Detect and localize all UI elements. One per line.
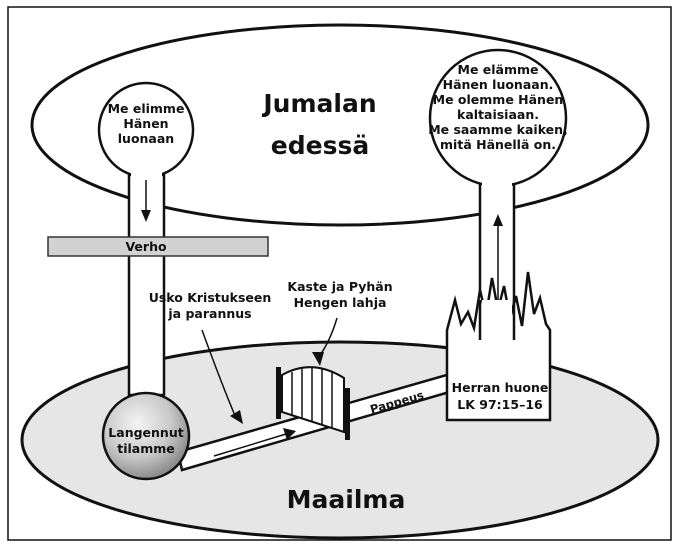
world-label: Maailma: [287, 485, 406, 514]
faith-pointer-head: [230, 410, 243, 424]
gate: [276, 366, 350, 440]
temple-text-1: Herran huone: [452, 380, 549, 395]
premortal-text-2: Hänen: [123, 116, 168, 131]
exaltation-text-4: kaltaisiaan.: [457, 107, 539, 122]
column-overlap: [482, 300, 512, 340]
premortal-neck: [131, 168, 162, 180]
exaltation-text-1: Me elämme: [458, 62, 539, 77]
exaltation-text-6: mitä Hänellä on.: [440, 137, 556, 152]
faith-text-2: ja parannus: [167, 306, 251, 321]
fallen-text-2: tilamme: [117, 441, 175, 456]
premortal-text-3: luonaan: [118, 131, 174, 146]
heaven-label-line2: edessä: [271, 131, 369, 160]
heaven-label-line1: Jumalan: [261, 89, 376, 118]
faith-pointer-line: [201, 329, 237, 419]
faith-text-1: Usko Kristukseen: [149, 290, 272, 305]
exaltation-text-2: Hänen luonaan.: [443, 77, 554, 92]
baptism-pointer-head: [312, 352, 324, 366]
up-arrow-head: [493, 214, 503, 226]
veil-bar: [47, 236, 269, 257]
path-arrow-line: [213, 433, 287, 457]
path-arrow-head: [283, 428, 296, 440]
temple-text-2: LK 97:15–16: [457, 397, 543, 412]
fallen-text-1: Langennut: [108, 425, 183, 440]
exaltation-neck: [482, 176, 512, 188]
fallen-state-sphere: [101, 391, 191, 481]
baptism-text-2: Hengen lahja: [294, 295, 387, 310]
exaltation-text-5: Me saamme kaiken,: [428, 122, 568, 137]
baptism-text-1: Kaste ja Pyhän: [287, 279, 392, 294]
temple: [445, 271, 552, 422]
premortal-text-1: Me elimme: [108, 101, 185, 116]
veil-label: Verho: [125, 239, 167, 254]
exaltation-text-3: Me olemme Hänen: [433, 92, 564, 107]
down-arrow-head: [141, 210, 151, 222]
